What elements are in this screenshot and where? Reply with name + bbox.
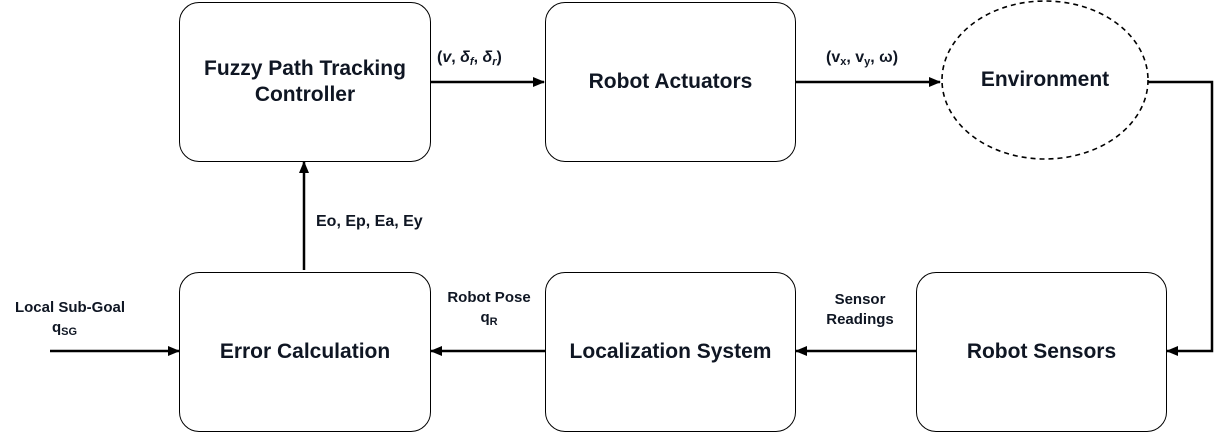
errors-label: Eo, Ep, Ea, Ey bbox=[316, 213, 423, 230]
error-calculation-block: Error Calculation bbox=[179, 272, 431, 432]
fuzzy-path-tracking-controller-block: Fuzzy Path Tracking Controller bbox=[179, 2, 431, 162]
sensor-readings-label: Sensor Readings bbox=[826, 291, 894, 328]
robot-pose-label: Robot Pose qR bbox=[447, 289, 531, 328]
actuator-output-label: (vx, vy, ω) bbox=[826, 49, 899, 68]
localization-system-label: Localization System bbox=[569, 340, 772, 363]
error-calculation-label: Error Calculation bbox=[219, 340, 391, 363]
controller-title-line1: Fuzzy Path Tracking bbox=[204, 57, 406, 80]
local-subgoal-label: Local Sub-Goal qSG bbox=[14, 299, 125, 338]
robot-actuators-label: Robot Actuators bbox=[588, 70, 753, 93]
controller-output-label: (v, δf, δr) bbox=[437, 49, 502, 68]
localization-system-block: Localization System bbox=[545, 272, 796, 432]
environment-label: Environment bbox=[980, 68, 1110, 91]
arrow-environment-to-sensors bbox=[1148, 80, 1214, 356]
controller-title-line2: Controller bbox=[254, 83, 356, 106]
robot-sensors-block: Robot Sensors bbox=[916, 272, 1167, 432]
environment-ellipse bbox=[941, 0, 1149, 160]
robot-sensors-label: Robot Sensors bbox=[966, 340, 1117, 363]
robot-actuators-block: Robot Actuators bbox=[545, 2, 796, 162]
